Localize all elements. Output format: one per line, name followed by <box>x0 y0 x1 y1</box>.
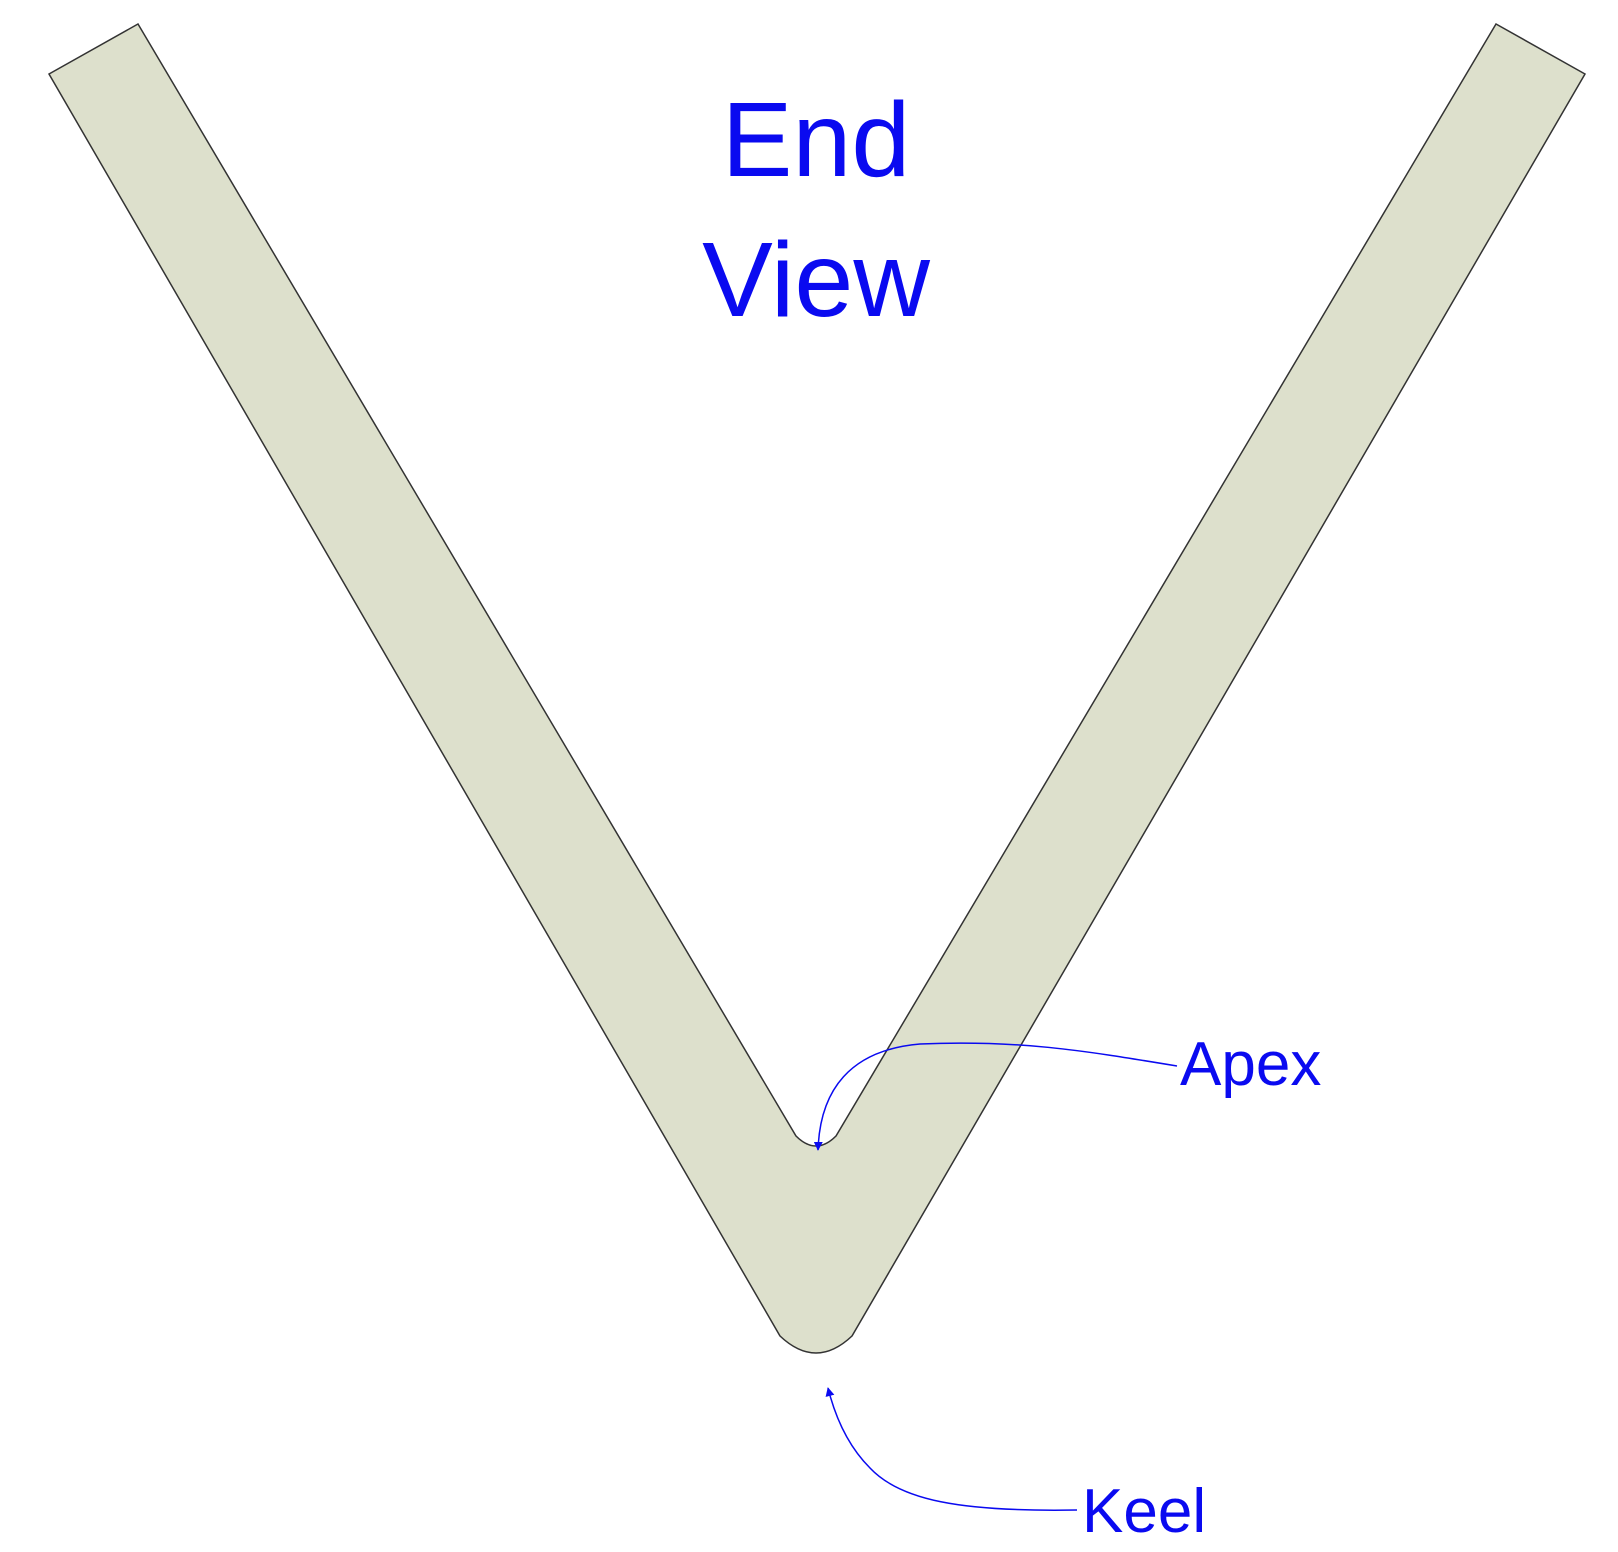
apex-label: Apex <box>1180 1030 1321 1099</box>
angle-profile-shape <box>47 22 1587 1354</box>
keel-label: Keel <box>1082 1477 1206 1546</box>
diagram-title-line-1: End <box>722 81 911 199</box>
keel-leader-arrow <box>825 1387 1078 1511</box>
diagram-title-line-2: View <box>702 221 930 339</box>
apex-leader-arrow <box>813 1042 1178 1151</box>
